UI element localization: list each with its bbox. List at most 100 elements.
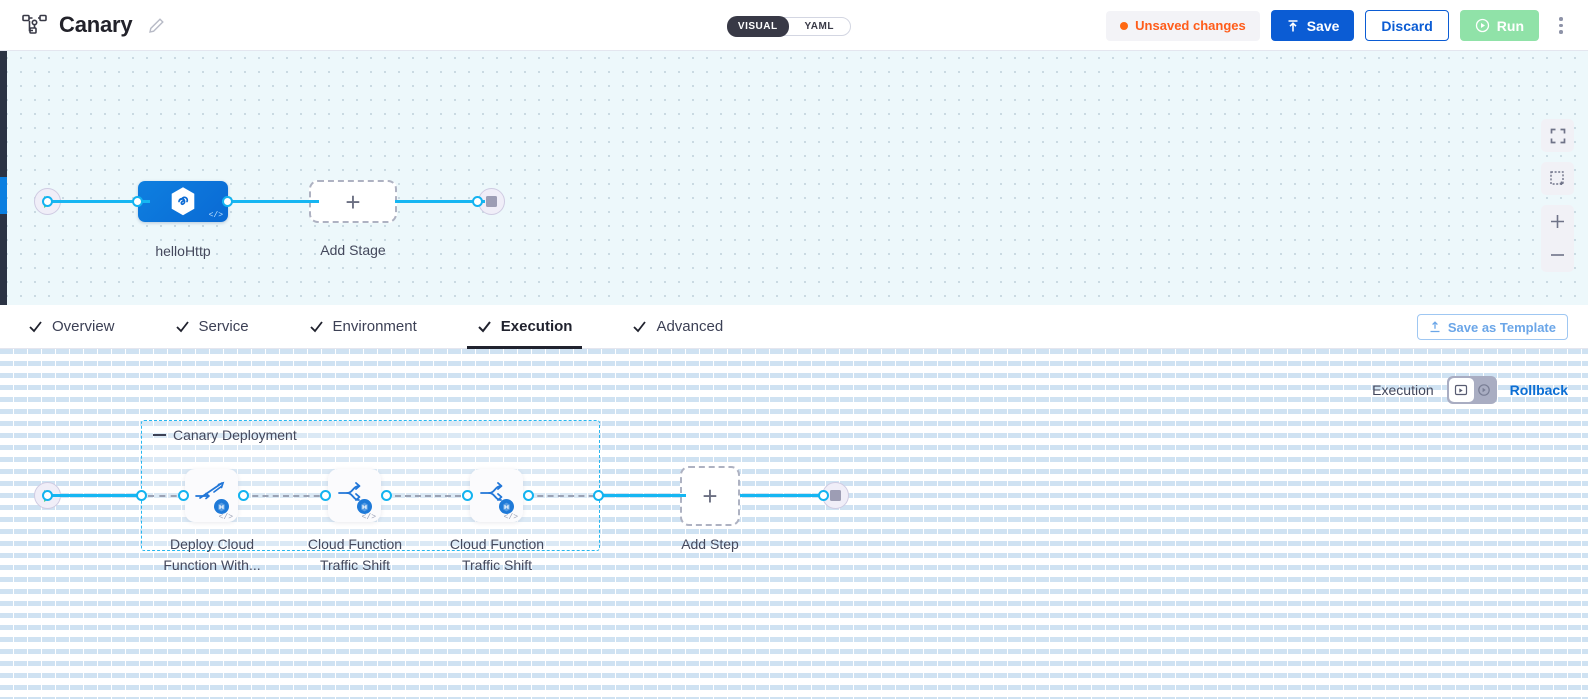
toggle-visual[interactable]: VISUAL xyxy=(727,16,789,37)
execution-rollback-toggle[interactable] xyxy=(1446,376,1497,404)
step-node-label-2: Cloud Function Traffic Shift xyxy=(307,536,403,573)
fullscreen-icon[interactable] xyxy=(1541,119,1574,152)
canvas-controls xyxy=(1541,119,1574,272)
code-badge-icon: </> xyxy=(208,211,223,220)
edge-start-to-group xyxy=(47,494,145,497)
tab-environment-label: Environment xyxy=(332,318,417,335)
code-badge-icon: </> xyxy=(361,513,376,522)
run-button[interactable]: Run xyxy=(1459,10,1539,41)
section-tabs: Overview Service Environment Execution A… xyxy=(0,305,1588,349)
left-rail-accent xyxy=(0,177,7,214)
harness-hex-badge xyxy=(499,499,514,514)
top-header: Canary VISUAL YAML Unsaved changes xyxy=(0,0,1588,51)
edge-addstep-to-end xyxy=(740,494,828,497)
status-badge: Unsaved changes xyxy=(1106,10,1260,41)
header-left: Canary xyxy=(0,12,165,38)
add-stage-button[interactable]: + xyxy=(309,180,397,223)
edge-addstage-to-end xyxy=(395,200,485,203)
add-step-label: Add Step xyxy=(681,536,739,552)
select-box-icon[interactable] xyxy=(1541,162,1574,195)
step-group-title-label: Canary Deployment xyxy=(173,427,297,443)
stage-end-port[interactable] xyxy=(472,196,483,207)
plus-icon: + xyxy=(345,186,361,217)
edge-step3-to-groupend xyxy=(527,495,605,497)
view-mode-toggle[interactable]: VISUAL YAML xyxy=(727,16,851,37)
zoom-controls xyxy=(1541,205,1574,272)
kebab-menu-icon[interactable] xyxy=(1550,10,1572,41)
stage-node-hellohttp-label: helloHttp xyxy=(155,243,211,259)
template-upload-icon xyxy=(1429,321,1441,333)
save-button-label: Save xyxy=(1306,17,1340,34)
step-node-label-1: Deploy Cloud Function With... xyxy=(163,536,261,573)
pencil-icon[interactable] xyxy=(148,17,165,34)
collapse-dash-icon[interactable] xyxy=(153,434,166,436)
add-stage-label: Add Stage xyxy=(320,242,386,258)
zoom-in-icon[interactable] xyxy=(1541,205,1574,238)
execution-start-port[interactable] xyxy=(42,490,53,501)
edge-group-to-addstep xyxy=(598,494,686,497)
save-button[interactable]: Save xyxy=(1270,10,1355,41)
step-group-title: Canary Deployment xyxy=(153,427,297,443)
tab-service[interactable]: Service xyxy=(175,305,276,349)
add-step-button[interactable]: + xyxy=(680,466,740,526)
code-badge-icon: </> xyxy=(503,513,518,522)
step1-out-port[interactable] xyxy=(238,490,249,501)
rollback-link[interactable]: Rollback xyxy=(1509,382,1568,398)
traffic-shift-icon xyxy=(337,480,373,506)
harness-hex-badge xyxy=(214,499,229,514)
step-node-deploy-cloud-function[interactable]: </> xyxy=(185,469,238,522)
rollback-view-icon[interactable] xyxy=(1474,378,1495,402)
harness-hex-badge xyxy=(357,499,372,514)
group-out-port[interactable] xyxy=(593,490,604,501)
check-icon xyxy=(175,319,190,334)
execution-view-icon[interactable] xyxy=(1448,378,1474,402)
tab-environment[interactable]: Environment xyxy=(309,305,444,349)
group-in-port[interactable] xyxy=(136,490,147,501)
tab-execution[interactable]: Execution xyxy=(466,305,600,349)
unsaved-changes-label: Unsaved changes xyxy=(1135,18,1246,33)
step1-in-port[interactable] xyxy=(178,490,189,501)
page-title: Canary xyxy=(59,12,133,37)
stage-canvas[interactable]: </> helloHttp + Add Stage xyxy=(0,51,1588,305)
step-node-traffic-shift-1[interactable]: </> xyxy=(328,469,381,522)
stage-node-hellohttp[interactable]: </> xyxy=(138,181,228,222)
execution-end-node[interactable] xyxy=(822,482,849,509)
tab-execution-label: Execution xyxy=(500,318,573,335)
edge-step1-to-step2 xyxy=(242,495,330,497)
stop-icon xyxy=(486,196,497,207)
execution-end-port[interactable] xyxy=(818,490,829,501)
tab-advanced-label: Advanced xyxy=(656,318,724,335)
step3-out-port[interactable] xyxy=(523,490,534,501)
play-circle-icon xyxy=(1475,18,1490,33)
check-icon xyxy=(477,319,492,334)
step2-out-port[interactable] xyxy=(381,490,392,501)
stage-node-hellohttp-in-port[interactable] xyxy=(132,196,143,207)
step3-in-port[interactable] xyxy=(462,490,473,501)
save-as-template-label: Save as Template xyxy=(1447,319,1556,335)
stage-start-port[interactable] xyxy=(42,196,53,207)
step-node-label-3: Cloud Function Traffic Shift xyxy=(449,536,545,573)
save-as-template-button[interactable]: Save as Template xyxy=(1416,314,1568,340)
plus-icon: + xyxy=(702,481,718,511)
deploy-cloud-function-icon xyxy=(194,480,230,506)
code-badge-icon: </> xyxy=(218,513,233,522)
stage-node-hellohttp-out-port[interactable] xyxy=(222,196,233,207)
step-node-traffic-shift-2[interactable]: </> xyxy=(470,469,523,522)
discard-button-label: Discard xyxy=(1381,17,1433,34)
discard-button[interactable]: Discard xyxy=(1365,10,1449,41)
execution-canvas[interactable]: Execution Rollback xyxy=(0,349,1588,699)
toggle-yaml[interactable]: YAML xyxy=(804,21,834,32)
execution-toolbar: Execution Rollback xyxy=(1372,376,1568,404)
zoom-out-icon[interactable] xyxy=(1541,239,1574,272)
stop-icon xyxy=(830,490,841,501)
step2-in-port[interactable] xyxy=(320,490,331,501)
run-button-label: Run xyxy=(1496,17,1524,34)
edge-start-to-hellohttp xyxy=(47,200,150,203)
tab-advanced[interactable]: Advanced xyxy=(632,305,750,349)
edge-hellohttp-to-addstage xyxy=(222,200,319,203)
status-dot-icon xyxy=(1120,21,1129,30)
execution-label: Execution xyxy=(1372,382,1434,398)
tab-overview[interactable]: Overview xyxy=(28,305,142,349)
upload-icon xyxy=(1286,19,1300,33)
